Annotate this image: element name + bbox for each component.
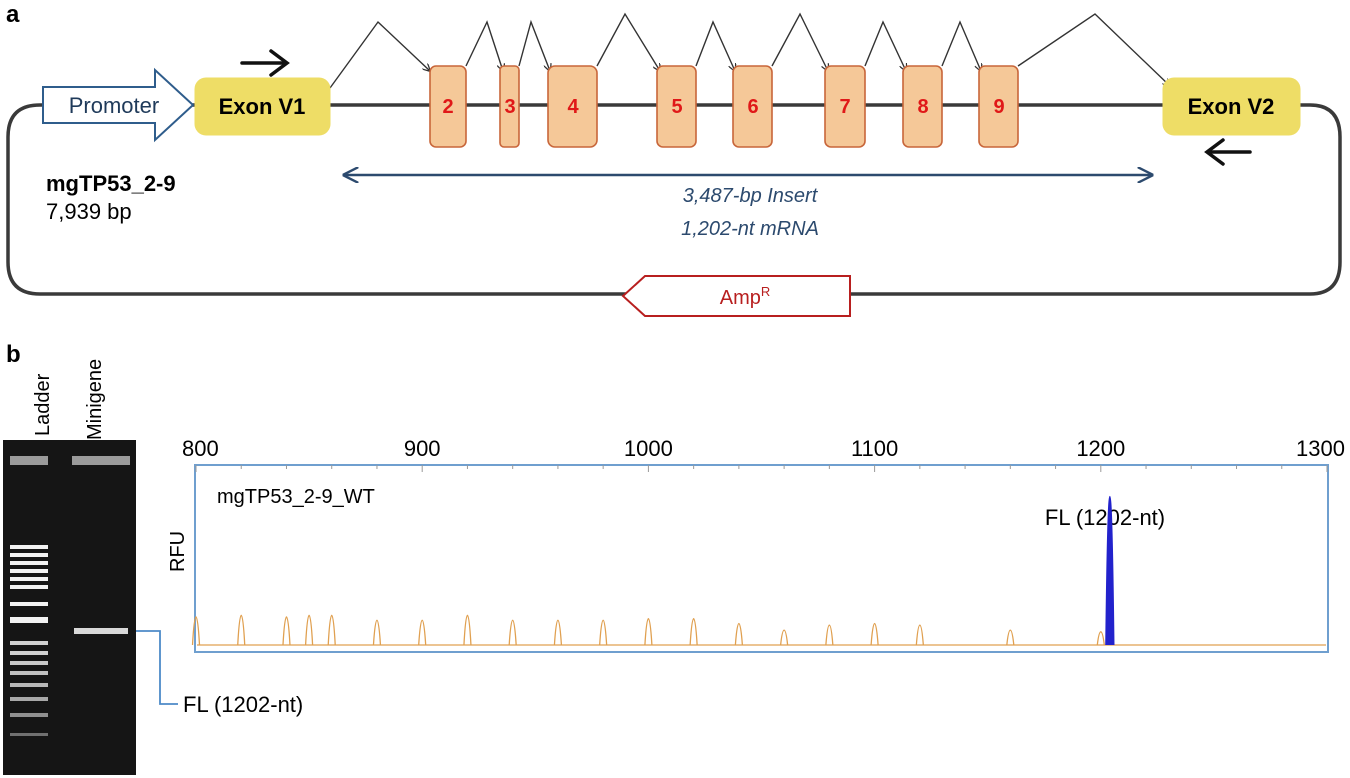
exon-v2-label: Exon V2 [1188, 94, 1275, 119]
size-standard-peak [304, 614, 314, 646]
size-standard-peak [418, 619, 427, 646]
exon-3-label: 3 [504, 96, 515, 118]
exon-7-label: 7 [839, 96, 850, 118]
size-standard-peak [734, 622, 744, 646]
promoter-label: Promoter [69, 93, 159, 118]
size-standard-peak [508, 619, 517, 646]
exon-v2: Exon V2 [1162, 77, 1301, 136]
exon-8: 8 [902, 65, 943, 148]
minigene-band [74, 628, 128, 634]
promoter-arrow: Promoter [42, 67, 195, 143]
ladder-bands [10, 545, 48, 736]
lane-label-ladder: Ladder [32, 373, 54, 436]
x-tick-label: 1000 [624, 436, 673, 461]
lane-label-minigene: Minigene [84, 359, 106, 440]
x-tick-label: 1100 [851, 436, 898, 461]
exon-4-label: 4 [567, 96, 579, 118]
x-tick-label: 1200 [1076, 436, 1125, 461]
size-standard-peak [1006, 629, 1015, 646]
size-standard-peak [689, 617, 698, 646]
peak-annotation: FL (1202-nt) [1045, 505, 1165, 530]
splice-lines [329, 12, 1170, 89]
size-standard-peak [553, 619, 563, 646]
size-standard-peak [237, 614, 246, 646]
electropherogram-chart: mgTP53_2-9_WT RFU FL (1202-nt) 800 900 100… [167, 436, 1345, 653]
insert-size-label: 3,487-bp Insert [683, 185, 819, 207]
panel-a-label: a [6, 1, 20, 28]
exon-9-label: 9 [993, 96, 1004, 118]
plasmid-size: 7,939 bp [46, 199, 132, 224]
exon-6: 6 [732, 65, 773, 148]
exon-7: 7 [824, 65, 866, 148]
exon-8-label: 8 [917, 96, 928, 118]
chart-peaks [191, 495, 1326, 646]
forward-primer-arrow [240, 49, 290, 77]
band-callout-label: FL (1202-nt) [183, 692, 303, 717]
x-tick-label: 800 [182, 436, 219, 461]
y-axis-label: RFU [167, 531, 189, 572]
exon-6-label: 6 [747, 96, 758, 118]
size-standard-peak [825, 624, 834, 646]
size-standard-peak [1096, 631, 1105, 646]
ampr-arrow: AmpR [621, 275, 851, 317]
reverse-primer-arrow [1204, 138, 1252, 166]
exon-2: 2 [429, 65, 467, 148]
chart-frame [194, 464, 1329, 653]
exon-v1: Exon V1 [194, 77, 331, 136]
ampr-label: Amp [720, 287, 761, 309]
size-standard-peak [463, 614, 472, 646]
exon-5-label: 5 [671, 96, 682, 118]
x-tick-label: 900 [404, 436, 441, 461]
exon-4: 4 [547, 65, 598, 148]
exon-2-label: 2 [442, 96, 453, 118]
exon-9: 9 [978, 65, 1019, 148]
svg-text:AmpR: AmpR [720, 284, 771, 309]
x-axis-ticks: 800 900 1000 1100 1200 1300 [182, 436, 1345, 472]
mrna-length-label: 1,202-nt mRNA [681, 218, 819, 240]
size-standard-peak [282, 616, 291, 646]
sample-peak [1105, 495, 1115, 646]
chart-title: mgTP53_2-9_WT [217, 486, 375, 508]
gel-image [3, 440, 136, 775]
x-tick-label: 1300 [1296, 436, 1345, 461]
panel-b-label: b [6, 341, 21, 368]
exon-3: 3 [499, 65, 520, 148]
size-standard-peak [372, 619, 382, 646]
size-standard-peak [599, 619, 608, 646]
size-standard-peak [915, 624, 924, 646]
size-standard-peak [779, 629, 789, 646]
size-standard-peak [191, 616, 201, 646]
size-standard-peak [644, 617, 653, 646]
exon-5: 5 [656, 65, 697, 148]
band-callout-line [136, 630, 178, 705]
ampr-superscript: R [761, 284, 770, 299]
size-standard-peak [327, 614, 336, 646]
exon-v1-label: Exon V1 [219, 94, 306, 119]
size-standard-peak [870, 622, 879, 646]
plasmid-name: mgTP53_2-9 [46, 171, 176, 196]
